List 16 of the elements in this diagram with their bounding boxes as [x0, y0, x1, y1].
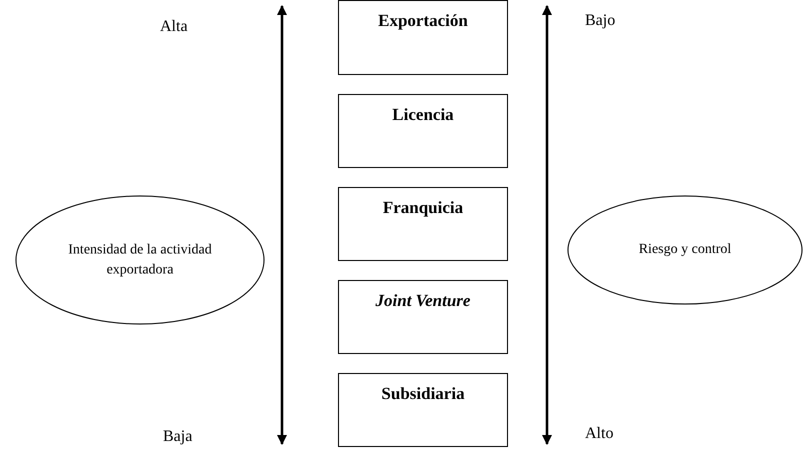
node-text: Exportación: [377, 11, 469, 31]
node-text: Riesgo y control: [638, 241, 732, 260]
scale-label: Alta: [160, 18, 188, 36]
scale-label: Bajo: [585, 12, 616, 30]
node-text: Intensidad de la actividad exportadora: [67, 241, 213, 279]
process-box: [338, 187, 508, 261]
scale-label: Alto: [585, 425, 614, 443]
node-text: Joint Venture: [374, 291, 472, 311]
process-box: [338, 280, 508, 354]
process-box: [338, 94, 508, 168]
process-box: [338, 0, 508, 75]
node-text: Licencia: [391, 105, 455, 125]
process-box: [338, 373, 508, 447]
scale-label: Baja: [163, 428, 192, 446]
node-text: Subsidiaria: [380, 384, 466, 404]
node-text: Franquicia: [382, 198, 464, 218]
